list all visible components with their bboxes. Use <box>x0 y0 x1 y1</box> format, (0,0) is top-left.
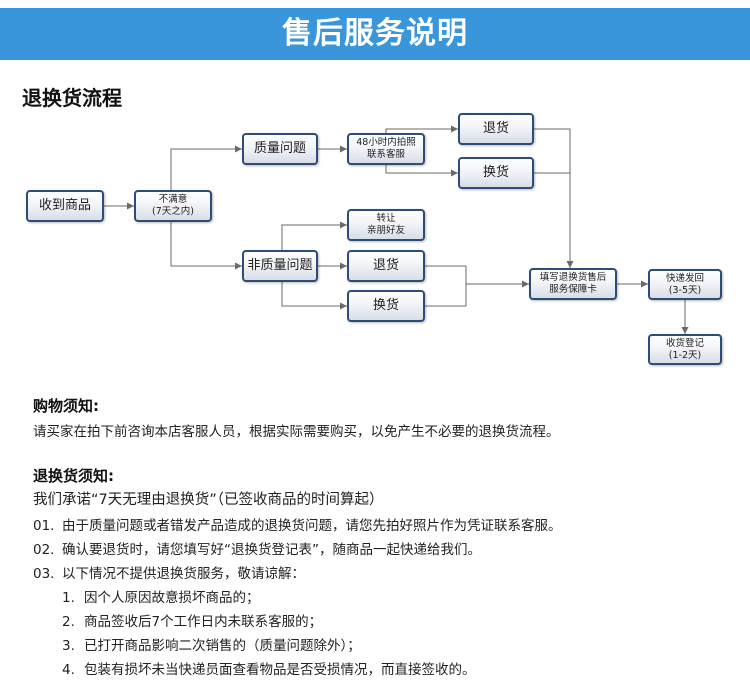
exclusion-item-text: 包装有损坏未当快递员面查看物品是否受损情况，而直接签收的。 <box>84 662 476 678</box>
flow-node-photo-contact: 48小时内拍照 联系客服 <box>347 133 425 165</box>
node-label: 退货 <box>482 121 509 136</box>
exclusion-item: 2. 商品签收后7个工作日内未联系客服的； <box>62 612 322 632</box>
list-item: 03. 以下情况不提供退换货服务，敬请谅解： <box>33 564 305 584</box>
node-sublabel: (7天之内) <box>152 206 194 217</box>
return-notice-intro: 我们承诺“7天无理由退换货”（已签收商品的时间算起） <box>33 492 384 508</box>
exclusion-item: 3. 已打开商品影响二次销售的（质量问题除外）； <box>62 636 361 656</box>
flow-node-quality-issue: 质量问题 <box>242 133 318 165</box>
exclusion-item-number: 2. <box>62 614 75 630</box>
flow-node-receive-register: 收货登记 (1-2天) <box>648 334 722 365</box>
node-label: 48小时内拍照 <box>356 137 416 148</box>
node-label: 质量问题 <box>253 141 306 156</box>
exclusion-item-number: 4. <box>62 662 75 678</box>
arrow-quality-return-to-fill-card <box>534 128 574 268</box>
list-item: 01. 由于质量问题或者错发产品造成的退换货问题，请您先拍好照片作为凭证联系客服… <box>33 516 562 536</box>
arrow-non-quality-to-transfer <box>281 221 347 250</box>
flow-node-fill-card: 填写退换货售后 服务保障卡 <box>529 268 617 300</box>
exclusion-item-text: 已打开商品影响二次销售的（质量问题除外）； <box>84 638 361 654</box>
node-label: 收货登记 <box>665 337 704 349</box>
node-label: 填写退换货售后 <box>539 272 607 283</box>
list-item-number: 03. <box>33 566 55 582</box>
flow-node-non-quality-issue: 非质量问题 <box>242 250 318 282</box>
flow-node-unsatisfied: 不满意 (7天之内) <box>134 190 212 222</box>
list-item-text: 由于质量问题或者错发产品造成的退换货问题，请您先拍好照片作为凭证联系客服。 <box>62 518 562 534</box>
list-item-text: 确认要退货时，请您填写好“退换货登记表”，随商品一起快递给我们。 <box>62 542 481 558</box>
arrow-photo-contact-to-exchange <box>385 165 458 177</box>
arrow-photo-contact-to-return <box>385 125 458 133</box>
arrow-non-quality-to-exchange <box>281 282 347 310</box>
flow-node-received: 收到商品 <box>26 190 104 222</box>
flow-node-transfer: 转让 亲朋好友 <box>347 209 425 241</box>
exclusion-item-number: 3. <box>62 638 75 654</box>
node-sublabel: 亲朋好友 <box>366 225 405 236</box>
node-sublabel: 联系客服 <box>366 149 405 160</box>
node-sublabel: (3-5天) <box>668 284 702 296</box>
arrow-unsatisfied-to-non-quality <box>170 222 242 270</box>
exclusion-item-number: 1. <box>62 590 75 606</box>
return-notice-title: 退换货须知: <box>33 467 114 485</box>
list-item-text: 以下情况不提供退换货服务，敬请谅解： <box>62 566 305 582</box>
shopping-notice-text: 请买家在拍下前咨询本店客服人员，根据实际需要购买，以免产生不必要的退换货流程。 <box>33 424 560 440</box>
node-label: 退货 <box>372 258 399 273</box>
node-label: 换货 <box>482 165 509 180</box>
node-label: 非质量问题 <box>247 258 313 273</box>
list-item-number: 02. <box>33 542 55 558</box>
shopping-notice-title: 购物须知: <box>33 397 99 415</box>
flow-node-ship-back: 快递发回 (3-5天) <box>648 269 722 300</box>
node-label: 快递发回 <box>665 272 704 284</box>
node-label: 收到商品 <box>38 198 91 213</box>
list-item: 02. 确认要退货时，请您填写好“退换货登记表”，随商品一起快递给我们。 <box>33 540 481 560</box>
exclusion-item: 4. 包装有损坏未当快递员面查看物品是否受损情况，而直接签收的。 <box>62 660 476 680</box>
node-sublabel: 服务保障卡 <box>549 284 597 295</box>
arrow-unsatisfied-to-quality <box>170 145 242 190</box>
node-label: 不满意 <box>158 194 188 205</box>
line-non-quality-merge <box>425 265 467 307</box>
exclusion-item: 1. 因个人原因故意损坏商品的； <box>62 588 260 608</box>
flow-node-non-quality-exchange: 换货 <box>347 290 425 322</box>
flow-node-non-quality-return: 退货 <box>347 250 425 282</box>
header-banner: 售后服务说明 <box>0 8 750 60</box>
exclusion-item-text: 商品签收后7个工作日内未联系客服的； <box>84 614 323 630</box>
node-label: 转让 <box>376 213 396 224</box>
list-item-number: 01. <box>33 518 55 534</box>
flowchart-connectors <box>104 125 689 334</box>
flow-node-quality-return: 退货 <box>458 113 534 145</box>
flow-node-quality-exchange: 换货 <box>458 157 534 189</box>
flow-section-title: 退换货流程 <box>22 86 122 110</box>
node-label: 换货 <box>372 298 399 313</box>
banner-title: 售后服务说明 <box>282 16 468 51</box>
exclusion-item-text: 因个人原因故意损坏商品的； <box>84 590 260 606</box>
node-sublabel: (1-2天) <box>668 349 702 361</box>
